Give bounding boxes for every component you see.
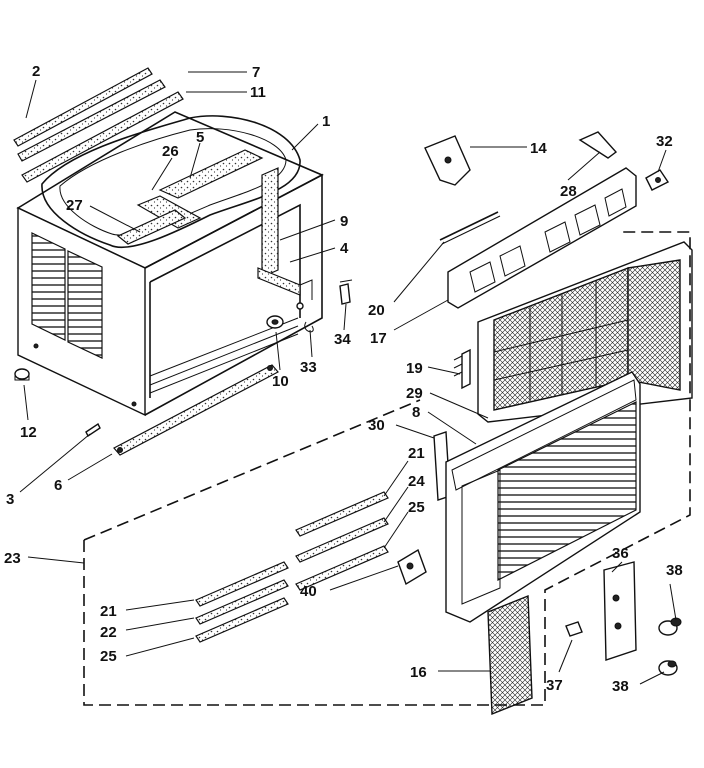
base-rail-part: [113, 364, 279, 456]
louver-insert-part: [487, 594, 533, 716]
callout-12: 12: [20, 424, 37, 441]
callout-20: 20: [368, 302, 385, 319]
callout-5: 5: [196, 129, 204, 146]
callout-2: 2: [32, 63, 40, 80]
callout-33: 33: [300, 359, 317, 376]
callout-labels: 1 2 3 4 5 6 7 8 9 10 11 12 14 16 17 19 2…: [4, 63, 683, 695]
gasket-part: [41, 115, 301, 249]
callout-7: 7: [252, 64, 260, 81]
callout-38-bottom: 38: [612, 678, 629, 695]
control-bracket-part: [439, 167, 637, 309]
callout-22: 22: [100, 624, 117, 641]
callout-38-top: 38: [666, 562, 683, 579]
callout-25-bottom: 25: [100, 648, 117, 665]
callout-16: 16: [410, 664, 427, 681]
strip-set: [195, 491, 389, 643]
callout-4: 4: [340, 240, 349, 257]
callout-21-bottom: 21: [100, 603, 117, 620]
callout-24: 24: [408, 473, 425, 490]
callout-3: 3: [6, 491, 14, 508]
callout-28: 28: [560, 183, 577, 200]
assembly-outline: [83, 231, 691, 706]
callout-21-top: 21: [408, 445, 425, 462]
callout-17: 17: [370, 330, 387, 347]
assembly-outline-top: [83, 399, 421, 541]
control-panel-part: [565, 561, 682, 676]
callout-34: 34: [334, 331, 351, 348]
callout-23: 23: [4, 550, 21, 567]
callout-37: 37: [546, 677, 563, 694]
callout-40: 40: [300, 583, 317, 600]
callout-8: 8: [412, 404, 420, 421]
callout-27: 27: [66, 197, 83, 214]
small-control-parts: [424, 131, 670, 191]
callout-26: 26: [162, 143, 179, 160]
callout-9: 9: [340, 213, 348, 230]
callout-19: 19: [406, 360, 423, 377]
brace-parts: [116, 149, 264, 245]
hardware-parts: [14, 279, 353, 438]
callout-30: 30: [368, 417, 385, 434]
callout-25-top: 25: [408, 499, 425, 516]
callout-10: 10: [272, 373, 289, 390]
leader-lines: [19, 71, 677, 685]
callout-1: 1: [322, 113, 330, 130]
callout-32: 32: [656, 133, 673, 150]
cabinet-part: [16, 111, 324, 417]
bracket-parts: [257, 167, 313, 300]
front-grille-part: [445, 371, 641, 623]
callout-6: 6: [54, 477, 62, 494]
callout-36: 36: [612, 545, 629, 562]
top-strips: [13, 67, 184, 183]
bracket-40-part: [397, 548, 427, 586]
callout-14: 14: [530, 140, 547, 157]
callout-29: 29: [406, 385, 423, 402]
callout-11: 11: [250, 84, 266, 101]
